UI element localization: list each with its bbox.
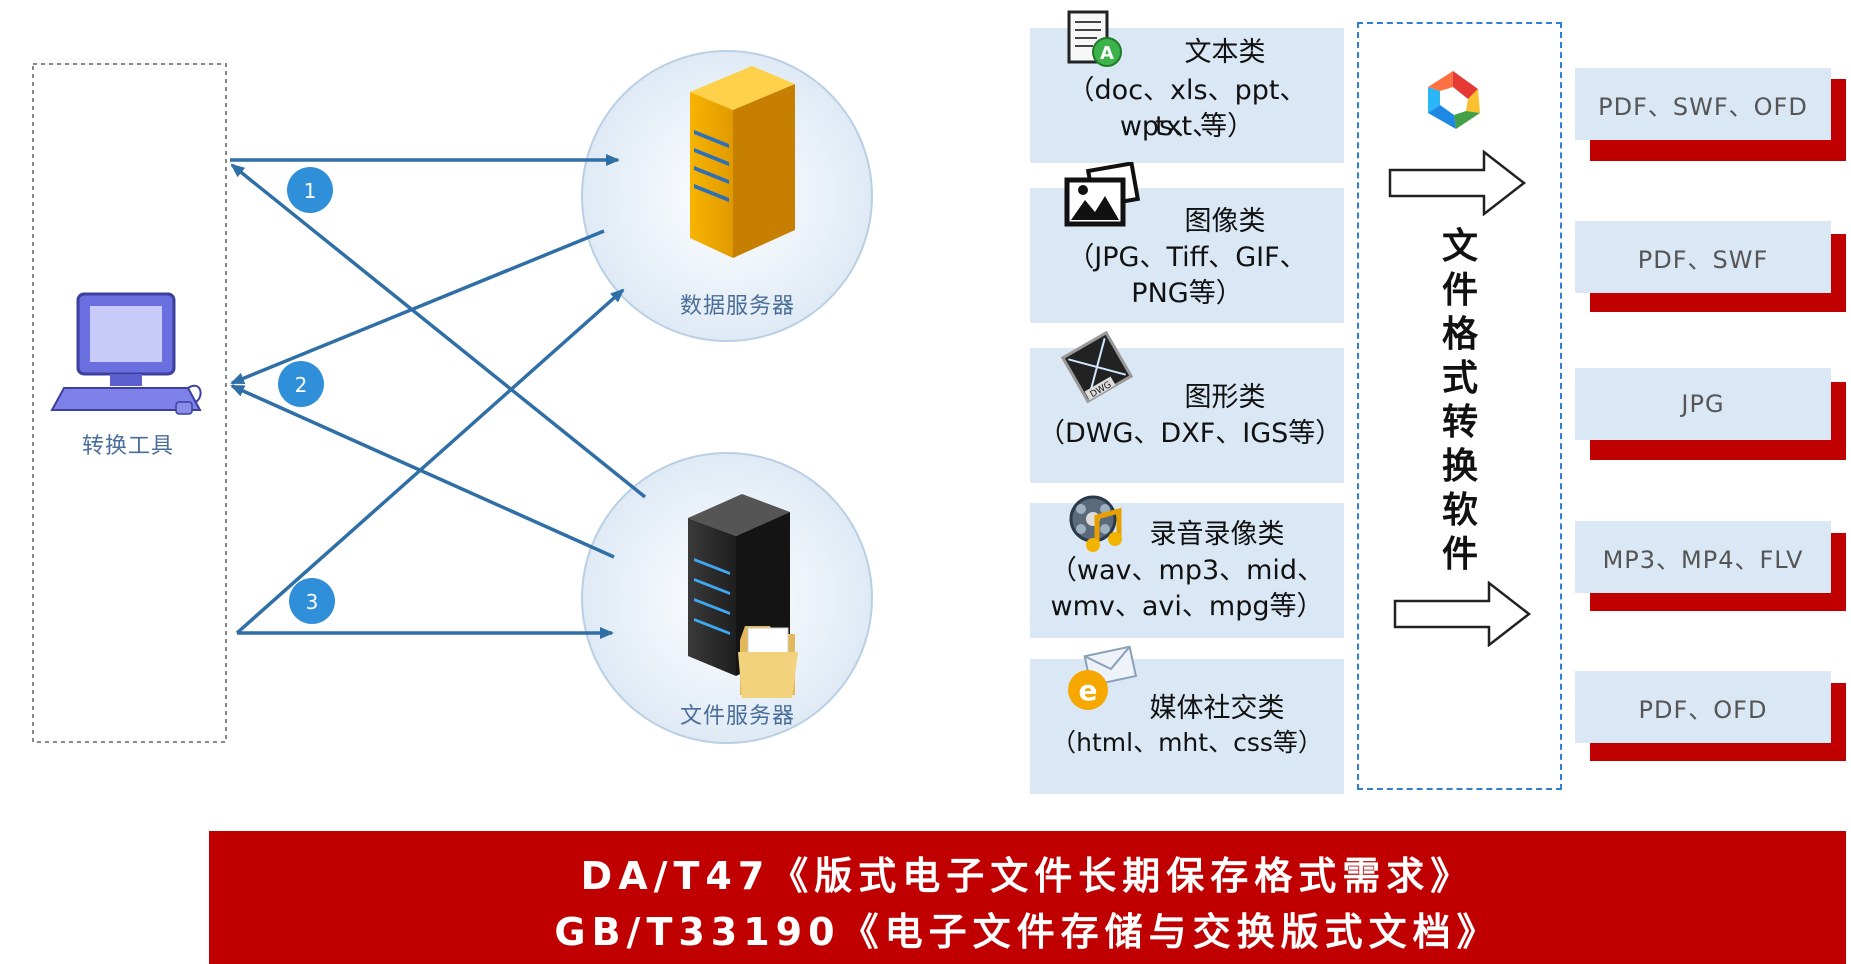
category-box-media-social: e 媒体社交类 （html、mht、css等） [1030,645,1344,794]
network-diagram: 1 2 3 [32,50,873,744]
document-icon: A [1067,10,1122,67]
output-format-box: PDF、SWF、OFD [1575,68,1831,140]
category-title: 录音录像类 [1149,519,1285,550]
category-formats-line1: （JPG、Tiff、GIF、 [1067,242,1307,273]
media-icon [1069,495,1122,552]
output-format-box: MP3、MP4、FLV [1575,521,1831,593]
category-box-audio-video: 录音录像类 （wav、mp3、mid、 wmv、avi、mpg等） [1030,495,1344,638]
category-title: 图形类 [1184,382,1266,413]
svg-text:A: A [1100,43,1114,64]
category-formats-line1: （DWG、DXF、IGS等） [1038,418,1343,449]
converter-dashed-frame [1357,22,1562,790]
connection-arrows [230,154,647,639]
arrow-right-icon-2 [1393,581,1532,647]
arrow-tool-to-data-server-2 [235,288,625,635]
dwg-icon: DWG [1060,330,1134,404]
converter-title-char: 转 [1441,402,1478,443]
category-box-graphics: DWG 图形类 （DWG、DXF、IGS等） [1030,330,1344,483]
category-box-text: A 文本类 （doc、xls、ppt、txt、 wps、等） [1030,10,1344,163]
output-format-box: JPG [1575,368,1831,440]
converter-title-char: 换 [1441,446,1478,487]
converter-title-char: 式 [1441,358,1478,399]
category-title: 文本类 [1184,37,1266,68]
category-title: 媒体社交类 [1149,693,1285,724]
arrow-file-server-to-tool [230,163,647,499]
arrow-file-server-to-tool-2 [230,384,615,559]
step-badge-2: 2 [278,361,324,407]
category-formats-line1: （doc、xls、ppt、txt、 [1067,75,1307,142]
converter-title-char: 文 [1441,226,1478,267]
tool-label: 转换工具 [82,434,175,459]
converter-title-char: 软 [1441,490,1478,531]
converter-title-char: 件 [1441,534,1478,575]
category-formats-line1: （wav、mp3、mid、 [1049,555,1325,586]
email-icon: e [1068,645,1138,710]
file-server-label: 文件服务器 [680,704,796,729]
folder-icon [738,626,798,698]
computer-icon [50,292,202,415]
category-formats-line2: wmv、avi、mpg等） [1050,591,1324,622]
standards-banner: DA/T47《版式电子文件长期保存格式需求》 GB/T33190《电子文件存储与… [209,831,1846,964]
converter-logo-icon [1428,71,1480,129]
output-format-box: PDF、SWF [1575,221,1831,293]
svg-text:e: e [1079,674,1098,707]
arrow-right-icon [1388,150,1527,216]
step-badge-1: 1 [287,167,333,213]
category-formats-line2: PNG等） [1131,278,1243,309]
converter-title: 文 件 格 式 转 换 软 件 [1440,225,1480,577]
banner-line-1: DA/T47《版式电子文件长期保存格式需求》 [580,854,1475,898]
data-server-label: 数据服务器 [680,294,796,319]
tool-dashed-frame [32,63,227,743]
step-badge-3: 3 [289,578,335,624]
converter-title-char: 格 [1441,314,1478,355]
step-badge-1-text: 1 [304,179,317,203]
output-format-box: PDF、OFD [1575,671,1831,743]
data-server-icon [690,66,795,258]
converter-title-char: 件 [1441,270,1478,311]
arrow-data-server-to-tool [230,229,605,385]
step-badge-2-text: 2 [295,373,308,397]
category-formats-line1: （html、mht、css等） [1051,728,1323,757]
step-badge-3-text: 3 [306,590,319,614]
image-icon [1064,162,1141,227]
category-box-image: 图像类 （JPG、Tiff、GIF、 PNG等） [1030,162,1344,323]
category-formats-line2: wps、等） [1119,111,1255,142]
category-title: 图像类 [1184,206,1266,237]
banner-line-2: GB/T33190《电子文件存储与交换版式文档》 [554,910,1501,954]
